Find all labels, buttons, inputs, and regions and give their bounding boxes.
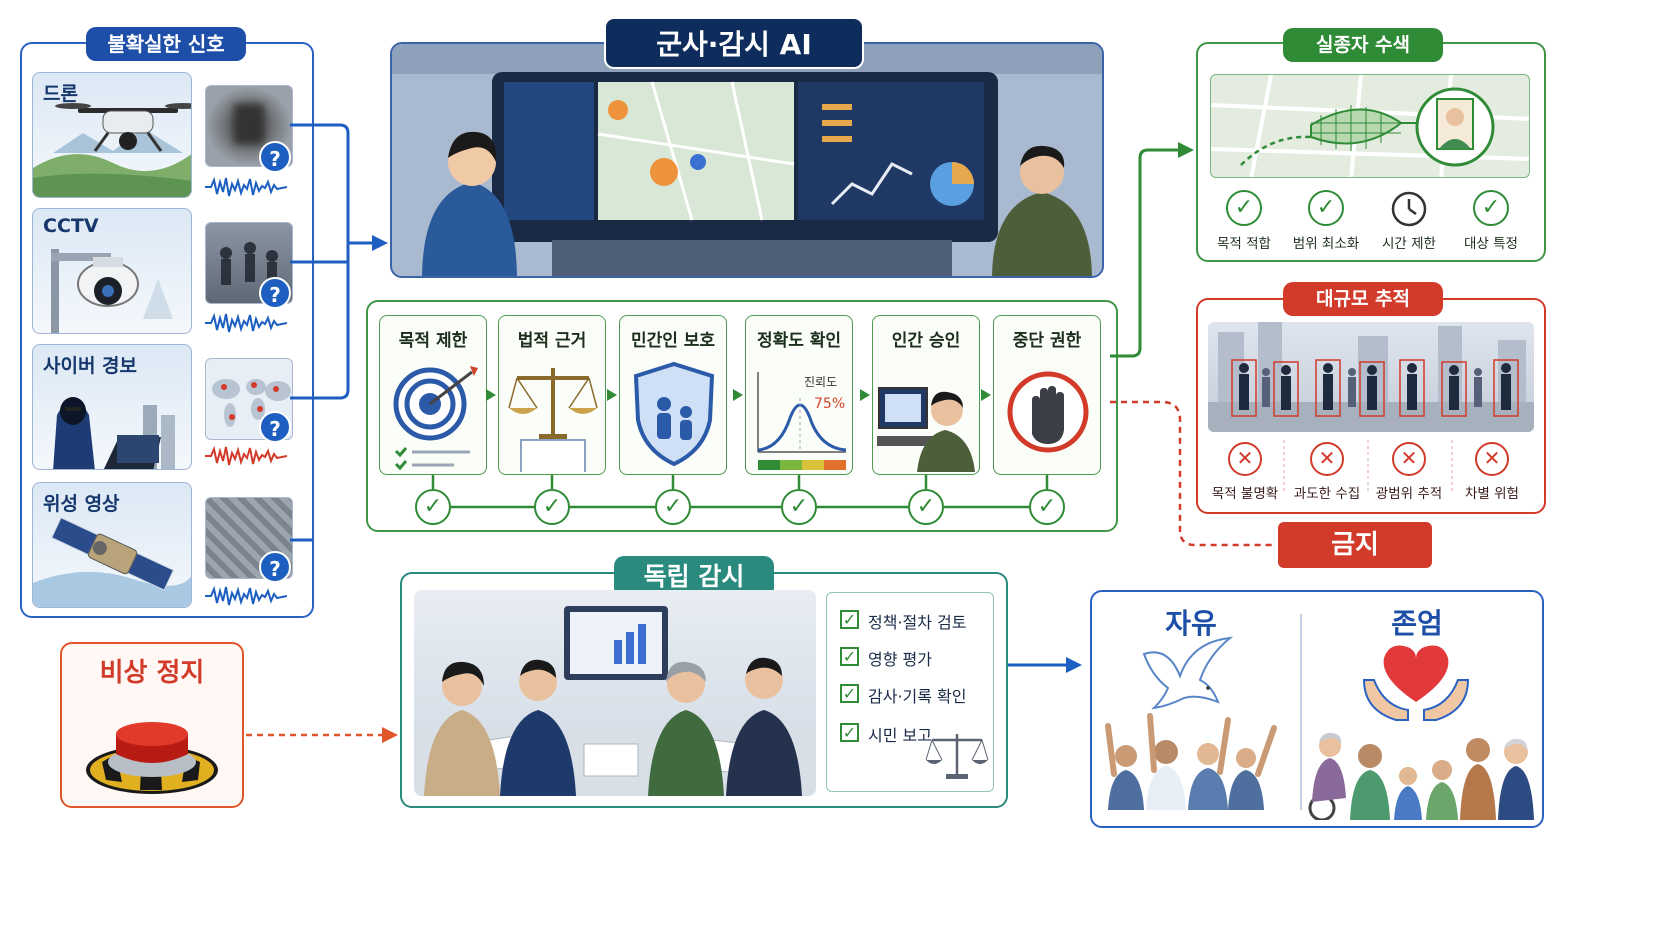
banned-badge: 금지: [1278, 522, 1432, 568]
oversight-item: 정책·절차 검토: [868, 613, 967, 632]
check-icon: ✓: [908, 489, 944, 525]
checkbox-icon: ✓: [840, 610, 859, 629]
x-icon: ✕: [1310, 442, 1344, 476]
dove-icon: [1142, 636, 1234, 710]
criterion-label: 시간 제한: [1382, 236, 1436, 252]
risk-label: 목적 불명확: [1211, 486, 1279, 502]
hacker-icon: [53, 397, 175, 469]
step-label: 정확도 확인: [756, 331, 842, 351]
criterion-label: 범위 최소화: [1292, 236, 1360, 252]
risk-dividers: [1283, 440, 1453, 494]
criterion-label: 대상 특정: [1464, 236, 1518, 252]
audio-wave-icon: [205, 176, 287, 197]
bell-curve-icon: [757, 372, 847, 470]
unknown-icon: ?: [259, 551, 291, 583]
step-label: 목적 제한: [398, 331, 468, 351]
check-icon: ✓: [1226, 190, 1262, 226]
mass-tracking-title: 대규모 추적: [1283, 282, 1443, 316]
risk-label: 과도한 수집: [1293, 486, 1361, 502]
emergency-stop-title: 비상 정지: [99, 658, 205, 688]
freedom-label: 자유: [1165, 607, 1217, 640]
step-accuracy-check: 정확도 확인 진뢰도 75%: [745, 315, 853, 475]
check-icon: ✓: [781, 489, 817, 525]
step-purpose-limit: 목적 제한: [379, 315, 487, 475]
scales-icon: [508, 368, 598, 472]
source-label: 사이버 경보: [43, 355, 138, 377]
emergency-button-icon[interactable]: [82, 690, 222, 798]
audio-wave-icon: [205, 585, 287, 606]
checkbox-icon: ✓: [840, 647, 859, 666]
oversight-meeting-image: [414, 590, 816, 796]
source-label: CCTV: [43, 215, 99, 237]
dignity-label: 존엄: [1391, 607, 1443, 640]
step-stop-authority: 중단 권한: [993, 315, 1101, 475]
step-civilian-protection: 민간인 보호: [619, 315, 727, 475]
risk-label: 차별 위험: [1465, 486, 1519, 502]
oversight-item: 감사·기록 확인: [868, 687, 967, 706]
oversight-item: 영향 평가: [868, 650, 932, 669]
risk-label: 광범위 추적: [1375, 486, 1443, 502]
source-cyber: 사이버 경보: [32, 344, 192, 470]
step-label: 인간 승인: [891, 331, 961, 351]
unknown-icon: ?: [259, 141, 291, 173]
check-icon: ✓: [534, 489, 570, 525]
cctv-camera-icon: [51, 249, 173, 333]
check-icon: ✓: [415, 489, 451, 525]
audio-wave-icon: [205, 445, 287, 466]
search-map: [1210, 74, 1530, 178]
scales-icon: [925, 734, 989, 779]
diverse-people-icon: [1308, 732, 1534, 820]
crowd-tracking-image: [1208, 322, 1534, 432]
check-icon: ✓: [655, 489, 691, 525]
criterion-label: 목적 적합: [1217, 236, 1271, 252]
clock-icon: [1391, 191, 1427, 227]
step-label: 법적 근거: [517, 331, 587, 351]
x-icon: ✕: [1228, 442, 1262, 476]
drone-icon: [33, 103, 191, 197]
ai-title: 군사·감시 AI: [604, 17, 864, 69]
oversight-item: 시민 보고: [868, 726, 932, 745]
crowd-cheering-icon: [1105, 713, 1277, 810]
source-label: 위성 영상: [43, 493, 120, 515]
step-label: 중단 권한: [1012, 331, 1082, 351]
confidence-value: 75%: [814, 396, 846, 412]
checkbox-icon: ✓: [840, 723, 859, 742]
audio-wave-icon: [205, 312, 287, 333]
check-icon: ✓: [1029, 489, 1065, 525]
missing-search-title: 실종자 수색: [1283, 28, 1443, 62]
source-drone: 드론: [32, 72, 192, 198]
oversight-checklist: [826, 592, 994, 792]
heart-hands-icon: [1362, 645, 1470, 721]
source-satellite: 위성 영상: [32, 482, 192, 608]
control-room-illustration: [392, 44, 1102, 276]
unknown-icon: ?: [259, 411, 291, 443]
stop-hand-icon: [1007, 371, 1089, 453]
x-icon: ✕: [1392, 442, 1426, 476]
check-icon: ✓: [1473, 190, 1509, 226]
source-label: 드론: [43, 83, 78, 105]
unknown-icon: ?: [259, 277, 291, 309]
source-cctv: CCTV: [32, 208, 192, 334]
signals-title: 불확실한 신호: [86, 27, 246, 61]
values-divider: [1300, 614, 1302, 810]
check-icon: ✓: [1308, 190, 1344, 226]
confidence-label: 진뢰도: [804, 375, 838, 389]
ai-panel: [390, 42, 1104, 278]
satellite-icon: [33, 517, 191, 607]
step-label: 민간인 보호: [630, 331, 716, 351]
checkbox-icon: ✓: [840, 684, 859, 703]
cctv-thumbnail: [205, 222, 293, 304]
shield-icon: [633, 361, 715, 467]
gates-panel: [366, 300, 1118, 532]
target-icon: [393, 366, 478, 471]
operator-icon: [877, 387, 975, 472]
step-legal-basis: 법적 근거: [498, 315, 606, 475]
step-human-approval: 인간 승인: [872, 315, 980, 475]
x-icon: ✕: [1475, 442, 1509, 476]
